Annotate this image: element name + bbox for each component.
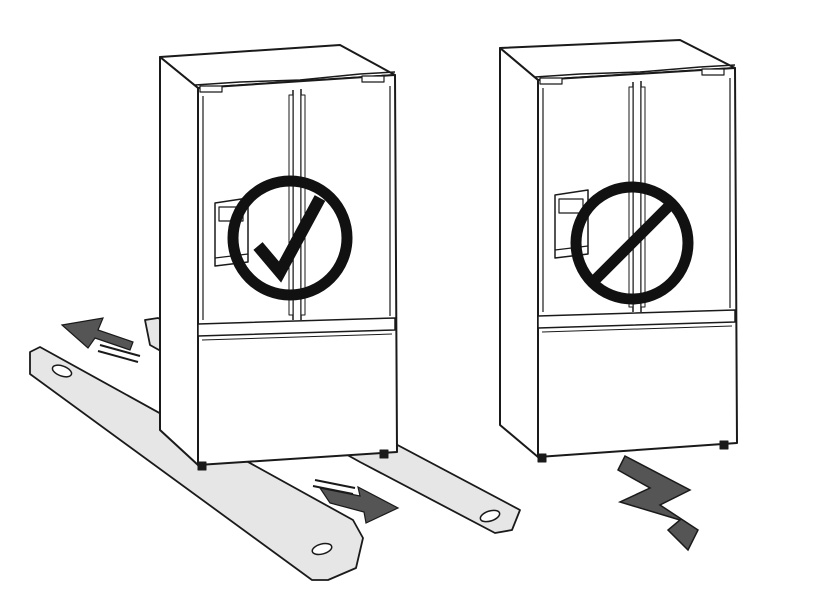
freezer-inner-top [541,325,733,333]
board-front-handle-hole-bottom [311,542,333,556]
check-circle [227,175,353,301]
refrigerator-right [499,39,738,463]
fridge-hinge-left [199,85,223,93]
prohibited-symbol [570,181,694,305]
prohibited-circle [570,181,694,305]
dispenser-panel [558,198,584,214]
door-handle-right [640,86,646,308]
fridge-side-face [159,56,199,466]
foot-front-left [537,453,547,463]
fridge-hinge-right [361,75,385,83]
door-handle-left [628,86,634,308]
panel-incorrect [499,39,738,552]
door-handle-right [300,94,306,316]
freezer-inner-top [201,333,393,341]
arrow-back-stripe-1 [99,344,141,357]
arrow-forward-stripe-1 [314,479,356,489]
prohibited-slash-icon [588,199,676,287]
fridge-hinge-right [701,68,725,76]
door-handle-left [288,94,294,316]
fridge-front-face [537,67,738,458]
board-rear-handle-hole [479,509,501,523]
damage-lightning-icon [617,454,699,552]
arrow-forward-head [318,485,400,524]
fridge-side-face [499,47,539,458]
arrow-back-stripe-2 [97,350,139,363]
fridge-top-trim [194,71,396,86]
arrow-back-head [60,317,134,351]
freezer-divider [537,309,736,329]
arrow-pull-back [60,317,141,363]
freezer-divider [197,317,396,337]
fridge-front-face [197,74,398,466]
arrow-forward-stripe-2 [312,485,354,495]
refrigerator-left [159,44,398,471]
fridge-top-trim [534,64,736,78]
check-mark-icon [253,195,326,283]
foot-front-right [719,440,729,450]
panel-correct [29,44,521,581]
fridge-hinge-left [539,77,563,85]
foot-front-right [379,449,389,459]
arrow-push-forward [312,479,400,524]
foot-front-left [197,461,207,471]
check-mark-symbol [227,175,353,301]
board-front-handle-hole-top [51,364,73,378]
